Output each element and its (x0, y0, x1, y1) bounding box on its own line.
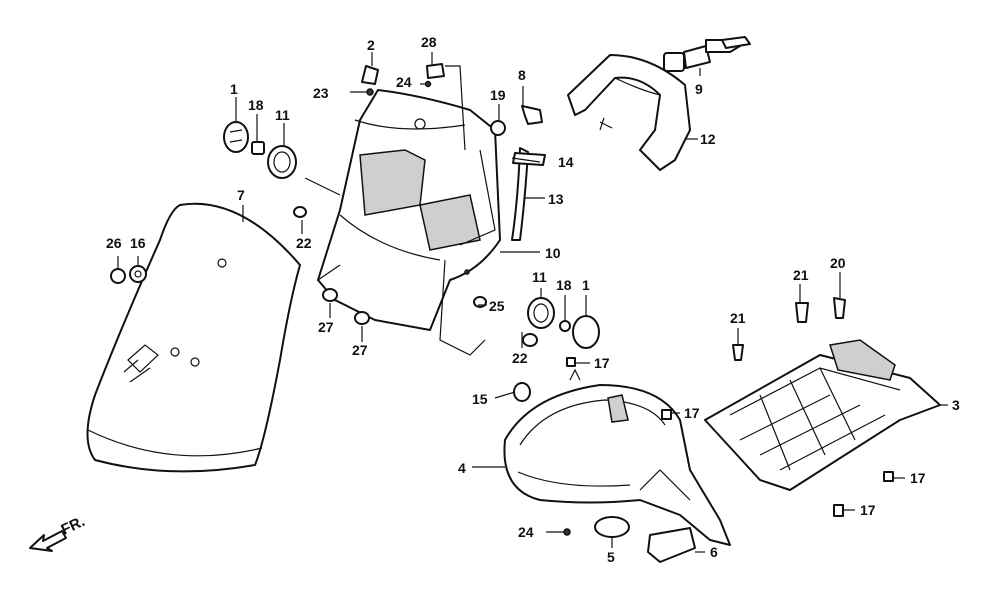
grommet-left-part (223, 121, 297, 179)
callout-18-right: 18 (556, 277, 572, 293)
callout-3: 3 (952, 397, 960, 413)
front-direction-indicator: FR. (29, 513, 88, 552)
callout-24-top: 24 (396, 74, 412, 90)
callout-24-bottom: 24 (518, 524, 534, 540)
callout-16: 16 (130, 235, 146, 251)
callout-15: 15 (472, 391, 488, 407)
arrow-left-down-icon (29, 530, 67, 552)
lower-clips-part (546, 516, 696, 563)
callout-8: 8 (518, 67, 526, 83)
top-clips-part (350, 63, 445, 96)
bolt-part (732, 297, 846, 361)
callout-2: 2 (367, 37, 375, 53)
callout-27-left: 27 (318, 319, 334, 335)
callout-11: 11 (275, 107, 290, 123)
leg-shield-part (503, 368, 731, 546)
callout-12: 12 (700, 131, 716, 147)
callout-1-right: 1 (582, 277, 590, 293)
callout-17-b: 17 (684, 405, 700, 421)
callout-21-right: 21 (793, 267, 809, 283)
direction-label: FR. (59, 513, 88, 539)
callout-11-right: 11 (532, 269, 547, 285)
floor-panel-part (704, 339, 941, 491)
callout-22-right: 22 (512, 350, 528, 366)
callout-22-left: 22 (296, 235, 312, 251)
front-cover-part (86, 202, 301, 473)
callout-27-right: 27 (352, 342, 368, 358)
callout-20: 20 (830, 255, 846, 271)
inner-cover-part (317, 89, 501, 356)
callout-4: 4 (458, 460, 466, 476)
callout-5: 5 (607, 549, 615, 565)
key-switch-part (663, 36, 751, 72)
callout-23: 23 (313, 85, 329, 101)
callout-14: 14 (558, 154, 574, 170)
bracket-part (490, 105, 543, 136)
callout-17-d: 17 (860, 502, 876, 518)
callout-21-left: 21 (730, 310, 746, 326)
callout-19: 19 (490, 87, 506, 103)
callout-26: 26 (106, 235, 122, 251)
callout-25: 25 (489, 298, 505, 314)
callout-7: 7 (237, 187, 245, 203)
callout-28: 28 (421, 34, 437, 50)
seal-strip-part (511, 147, 529, 241)
callout-17-a: 17 (594, 355, 610, 371)
callout-1: 1 (230, 81, 238, 97)
callout-9: 9 (695, 81, 703, 97)
callout-17-c: 17 (910, 470, 926, 486)
screws-part (293, 206, 538, 347)
callout-13: 13 (548, 191, 564, 207)
clip-nut-part (566, 357, 894, 517)
callout-6: 6 (710, 544, 718, 560)
grommet-right-part (527, 297, 600, 349)
plug-part (513, 382, 531, 402)
leader-lines (117, 52, 948, 553)
callout-18: 18 (248, 97, 264, 113)
callout-10: 10 (545, 245, 561, 261)
callout-labels: 1 18 11 7 26 16 2 28 23 24 8 19 9 12 14 … (106, 34, 960, 565)
rear-grip-part (567, 54, 691, 171)
nut-part (110, 265, 147, 284)
